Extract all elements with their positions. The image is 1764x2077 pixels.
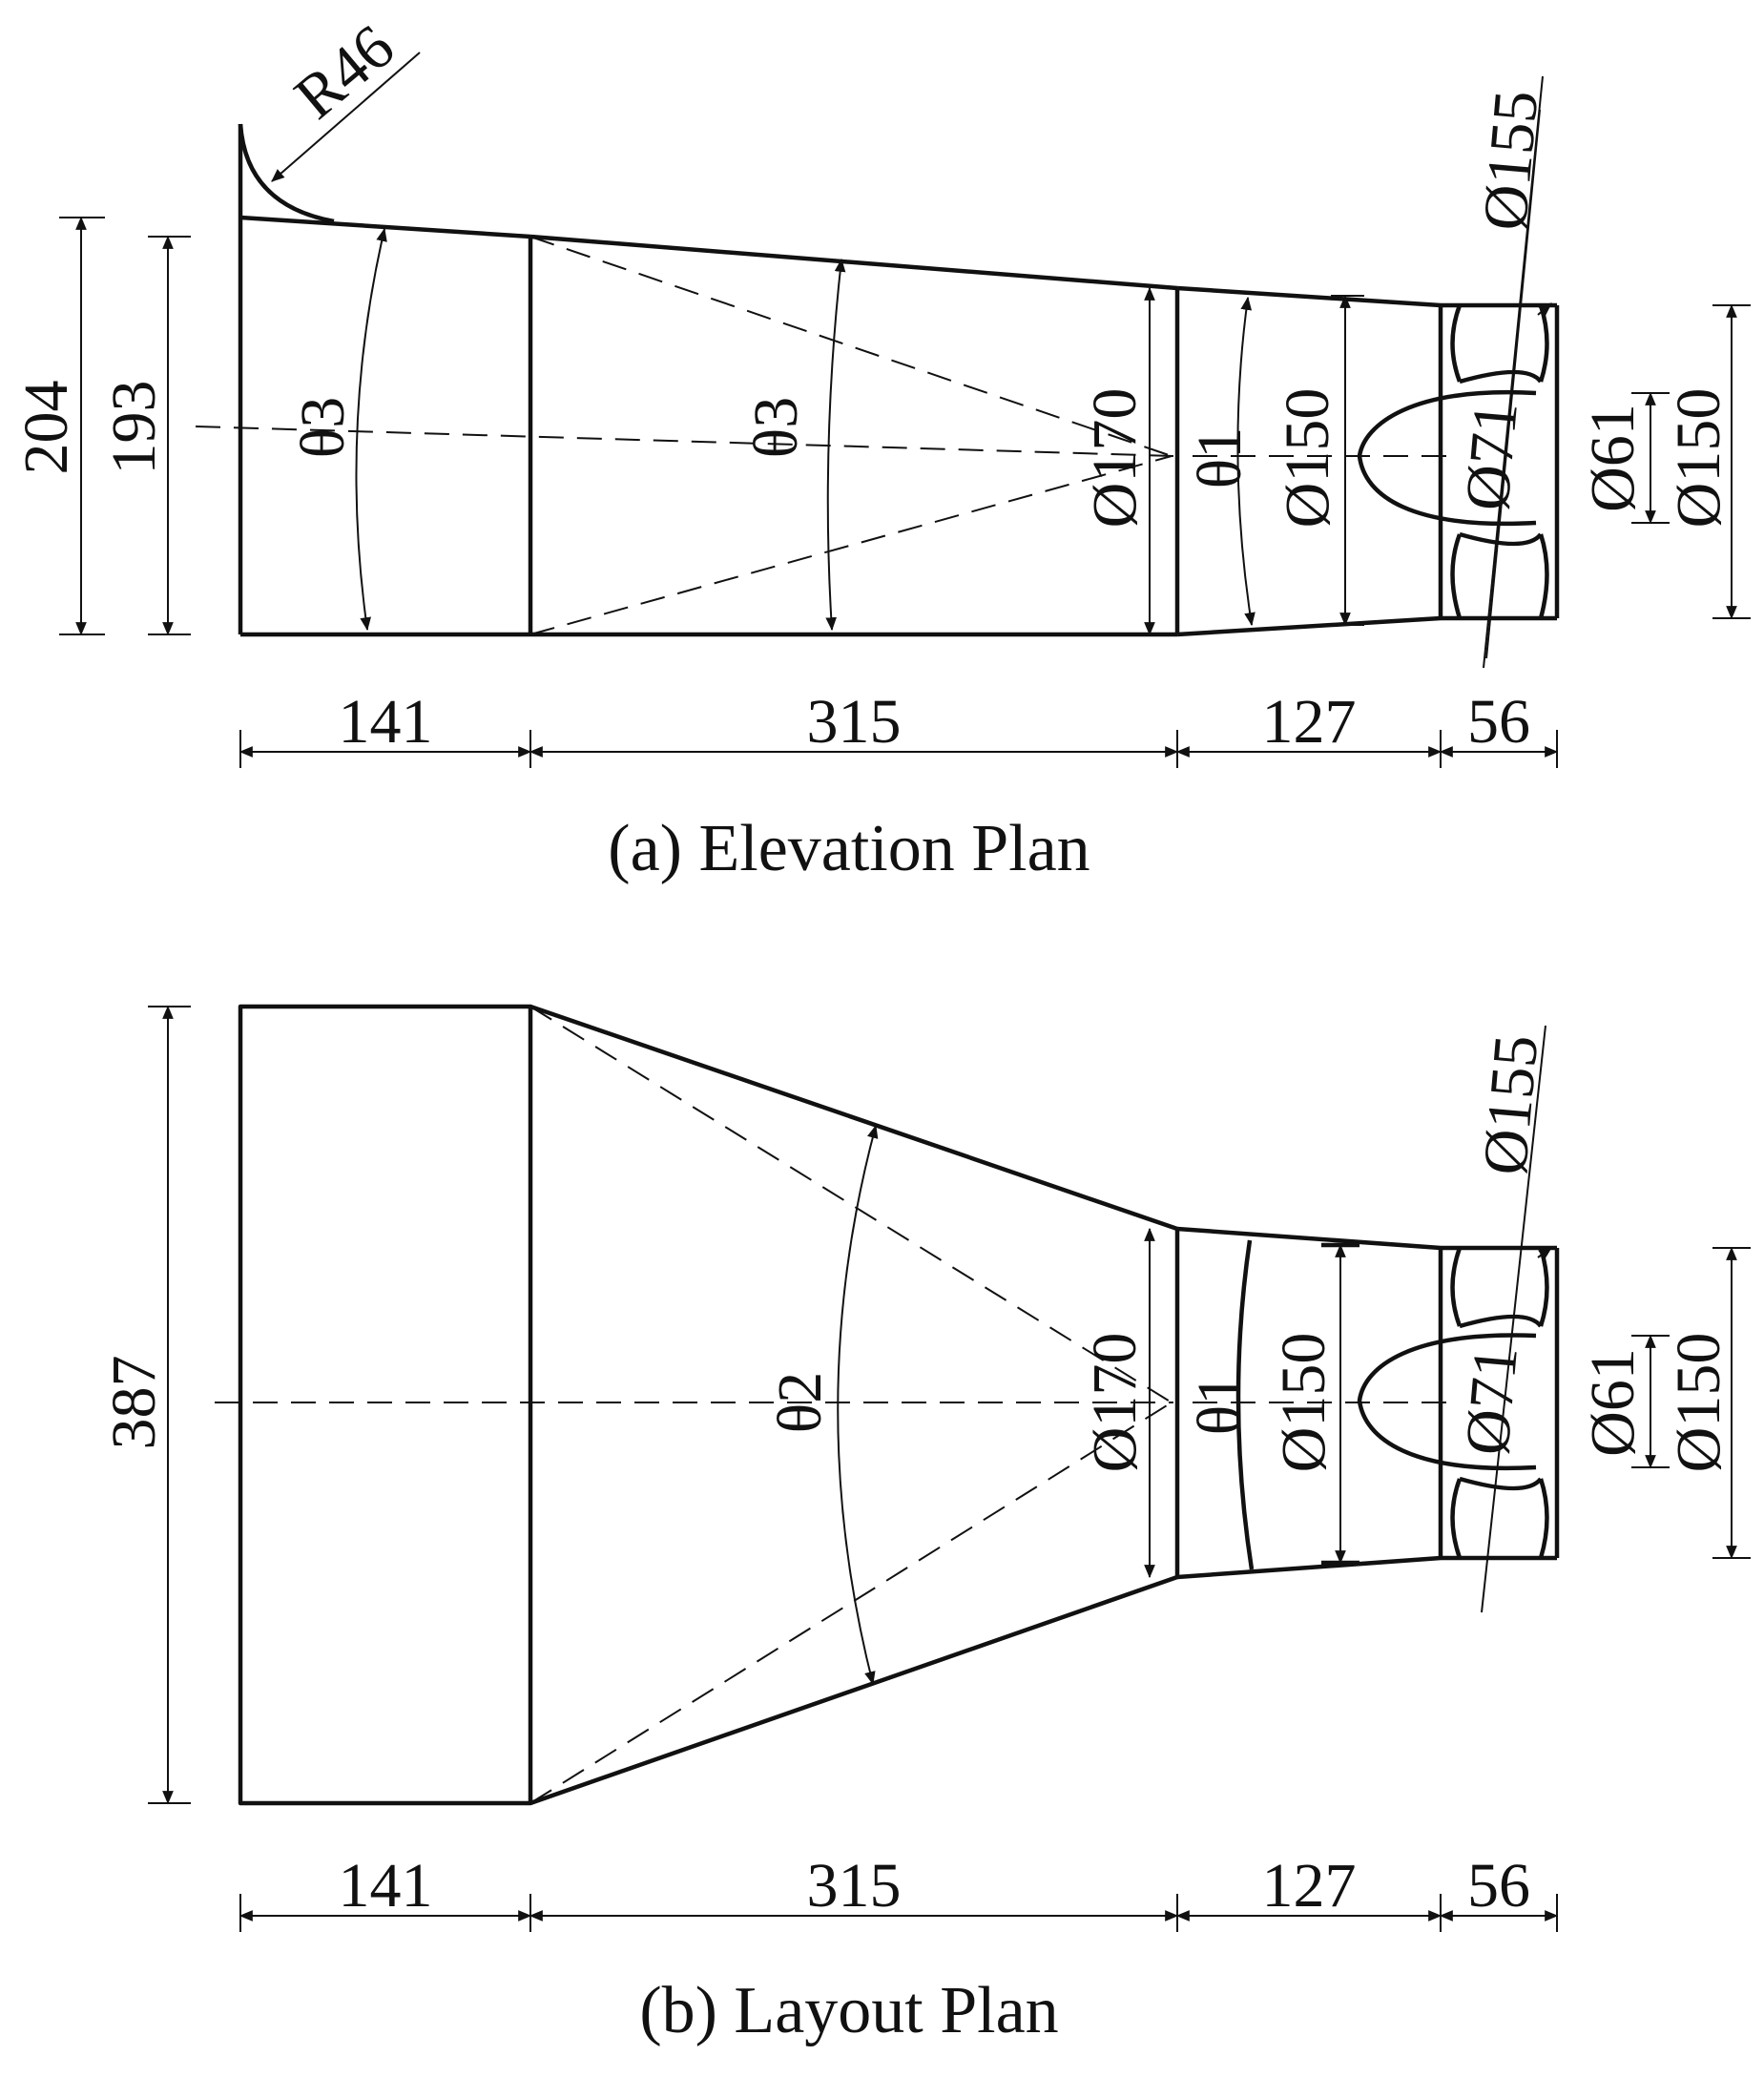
layout-dia-transition-label: Ø150 (1269, 1333, 1339, 1473)
layout-dia-hub-label: Ø71 (1452, 1343, 1531, 1458)
length-2-label: 315 (807, 687, 902, 757)
dia-ring-label: Ø155 (1470, 88, 1552, 233)
dia-cone-end-label: Ø170 (1080, 388, 1150, 529)
length-4-label: 56 (1467, 687, 1530, 757)
layout-width-dim: 387 (99, 1005, 191, 1805)
layout-hub-nose (1357, 1333, 1537, 1471)
layout-outline (238, 1004, 1560, 1806)
length-3-label: 127 (1262, 687, 1357, 757)
length-1-label: 141 (339, 687, 433, 757)
layout-dia-shaft-label: Ø61 (1578, 1348, 1648, 1457)
theta-cone-label: θ3 (741, 397, 811, 459)
elevation-angle-arcs: θ3 θ3 θ1 (288, 227, 1256, 632)
layout-centerlines (215, 1006, 1450, 1804)
elevation-diameter-dims: Ø170 Ø150 Ø71 Ø155 Ø61 Ø150 (1080, 75, 1751, 669)
elevation-plan: 204 193 θ3 θ3 θ1 Ø170 Ø150 Ø71 Ø155 (11, 11, 1751, 885)
layout-plan: 387 θ2 θ1 Ø170 Ø150 Ø71 Ø155 Ø61 Ø150 (99, 1004, 1751, 2047)
elevation-length-dims: 141 315 127 56 (239, 687, 1559, 768)
inlet-fillet (238, 123, 335, 224)
dia-outlet-label: Ø150 (1664, 388, 1733, 529)
width-label: 387 (99, 1356, 169, 1450)
dia-shaft-label: Ø61 (1578, 404, 1648, 512)
height-inner-label: 193 (99, 381, 169, 475)
dia-transition-label: Ø150 (1273, 388, 1342, 529)
dia-hub-label: Ø71 (1452, 399, 1531, 513)
layout-dia-ring-label: Ø155 (1470, 1032, 1552, 1177)
layout-length-4-label: 56 (1467, 1851, 1530, 1921)
layout-theta-cone-label: θ2 (765, 1372, 835, 1434)
layout-length-3-label: 127 (1262, 1851, 1357, 1921)
theta-transition-label: θ1 (1185, 427, 1255, 489)
elevation-height-dims: 204 193 (11, 216, 191, 636)
layout-angle-arcs: θ2 θ1 (765, 1124, 1255, 1686)
layout-length-dims: 141 315 127 56 (239, 1851, 1559, 1932)
layout-dia-outlet-label: Ø150 (1664, 1333, 1733, 1473)
height-outer-label: 204 (11, 381, 81, 475)
elevation-caption: (a) Elevation Plan (608, 812, 1090, 885)
layout-caption: (b) Layout Plan (639, 1974, 1058, 2047)
layout-length-1-label: 141 (339, 1851, 433, 1921)
layout-dia-cone-end-label: Ø170 (1080, 1333, 1150, 1473)
elevation-centerlines (195, 236, 1450, 635)
theta-inlet-label: θ3 (288, 397, 358, 459)
layout-diameter-dims: Ø170 Ø150 Ø71 Ø155 Ø61 Ø150 (1080, 1025, 1751, 1613)
layout-theta-transition-label: θ1 (1185, 1374, 1255, 1436)
radius-label: R46 (282, 11, 407, 133)
layout-runner (1235, 1239, 1549, 1570)
radius-leader: R46 (271, 11, 421, 182)
layout-length-2-label: 315 (807, 1851, 902, 1921)
elevation-outline (238, 123, 1560, 637)
